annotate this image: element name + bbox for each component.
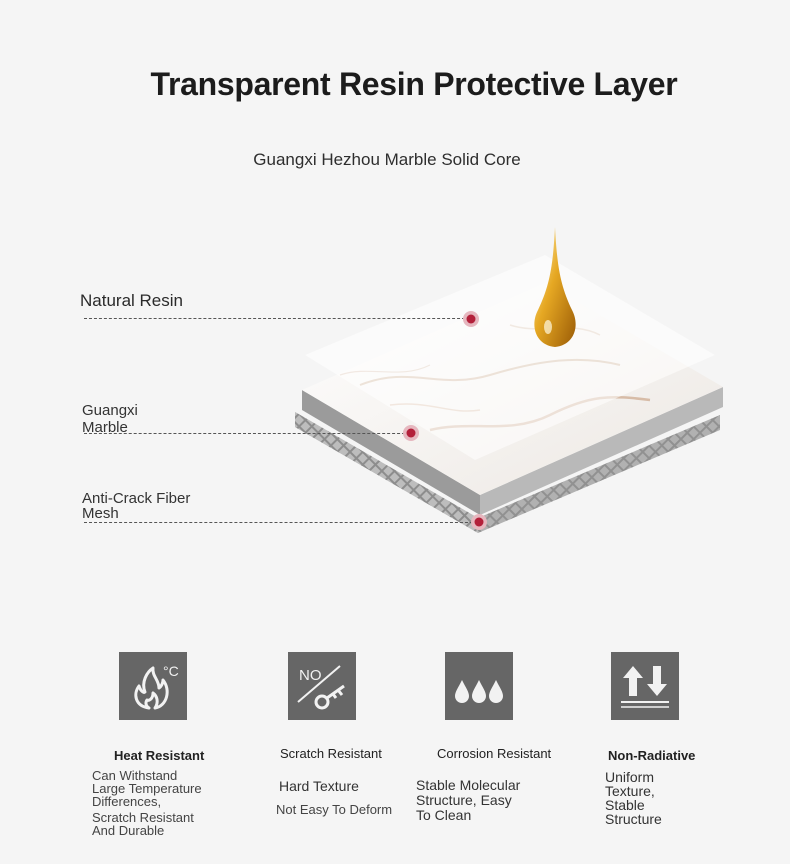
non-radiative-icon-box bbox=[611, 652, 679, 720]
feature-title-corrosion: Corrosion Resistant bbox=[437, 746, 552, 761]
feature-heat-line: Scratch Resistant bbox=[92, 810, 194, 825]
feature-corrosion-line: To Clean bbox=[416, 807, 472, 823]
natural-resin-label: Natural Resin bbox=[80, 291, 183, 310]
mesh-leader-line bbox=[84, 522, 478, 523]
feature-corrosion-line: Structure, Easy bbox=[416, 792, 512, 808]
feature-non-radiative-line: Texture, bbox=[605, 783, 655, 799]
flame-icon: °C bbox=[134, 663, 179, 710]
resin-marker-dot bbox=[463, 311, 479, 327]
page-subtitle: Guangxi Hezhou Marble Solid Core bbox=[253, 150, 521, 169]
marble-marker-dot bbox=[403, 425, 419, 441]
heat-resistant-icon-box: °C bbox=[119, 652, 187, 720]
feature-non-radiative-line: Stable bbox=[605, 797, 645, 813]
marble-label-line2: Marble bbox=[82, 419, 128, 436]
feature-heat-line: Differences, bbox=[92, 794, 162, 809]
arrows-icon bbox=[621, 666, 669, 708]
feature-heat-line: And Durable bbox=[92, 823, 165, 838]
scratch-resistant-icon-box: NO bbox=[288, 652, 356, 720]
feature-heat-line: Large Temperature bbox=[92, 781, 202, 796]
resin-leader-line bbox=[84, 318, 470, 319]
feature-corrosion-desc: Stable Molecular Structure, Easy To Clea… bbox=[416, 778, 520, 823]
feature-heat-line: Can Withstand bbox=[92, 768, 178, 783]
feature-non-radiative-desc: Uniform Texture, Stable Structure bbox=[605, 770, 662, 826]
mesh-label-line2: Mesh bbox=[82, 505, 119, 522]
feature-corrosion-line: Stable Molecular bbox=[416, 777, 521, 793]
key-icon: NO bbox=[297, 665, 345, 710]
marble-leader-line bbox=[84, 433, 410, 434]
mesh-label-line1: Anti-Crack Fiber bbox=[82, 490, 191, 507]
no-mark: NO bbox=[299, 667, 322, 684]
feature-heat-desc: Can Withstand Large Temperature Differen… bbox=[92, 769, 202, 837]
marble-label-line1: Guangxi bbox=[82, 402, 138, 419]
feature-title-scratch: Scratch Resistant bbox=[280, 746, 382, 761]
page-title: Transparent Resin Protective Layer bbox=[150, 66, 678, 102]
resin-drop-icon bbox=[534, 227, 576, 347]
drops-icon bbox=[455, 680, 503, 703]
corrosion-resistant-icon-box bbox=[445, 652, 513, 720]
mesh-marker-dot bbox=[471, 514, 487, 530]
feature-non-radiative-line: Uniform bbox=[605, 769, 655, 785]
resin-layer bbox=[305, 255, 715, 460]
feature-title-non-radiative: Non-Radiative bbox=[608, 748, 696, 763]
marble-slab-illustration bbox=[295, 227, 723, 533]
celsius-mark: °C bbox=[163, 663, 179, 679]
feature-title-heat: Heat Resistant bbox=[114, 748, 205, 763]
fiber-mesh-layer bbox=[295, 412, 720, 533]
feature-scratch-line: Hard Texture bbox=[279, 778, 359, 794]
feature-scratch-line: Not Easy To Deform bbox=[276, 802, 393, 817]
feature-non-radiative-line: Structure bbox=[605, 811, 662, 827]
